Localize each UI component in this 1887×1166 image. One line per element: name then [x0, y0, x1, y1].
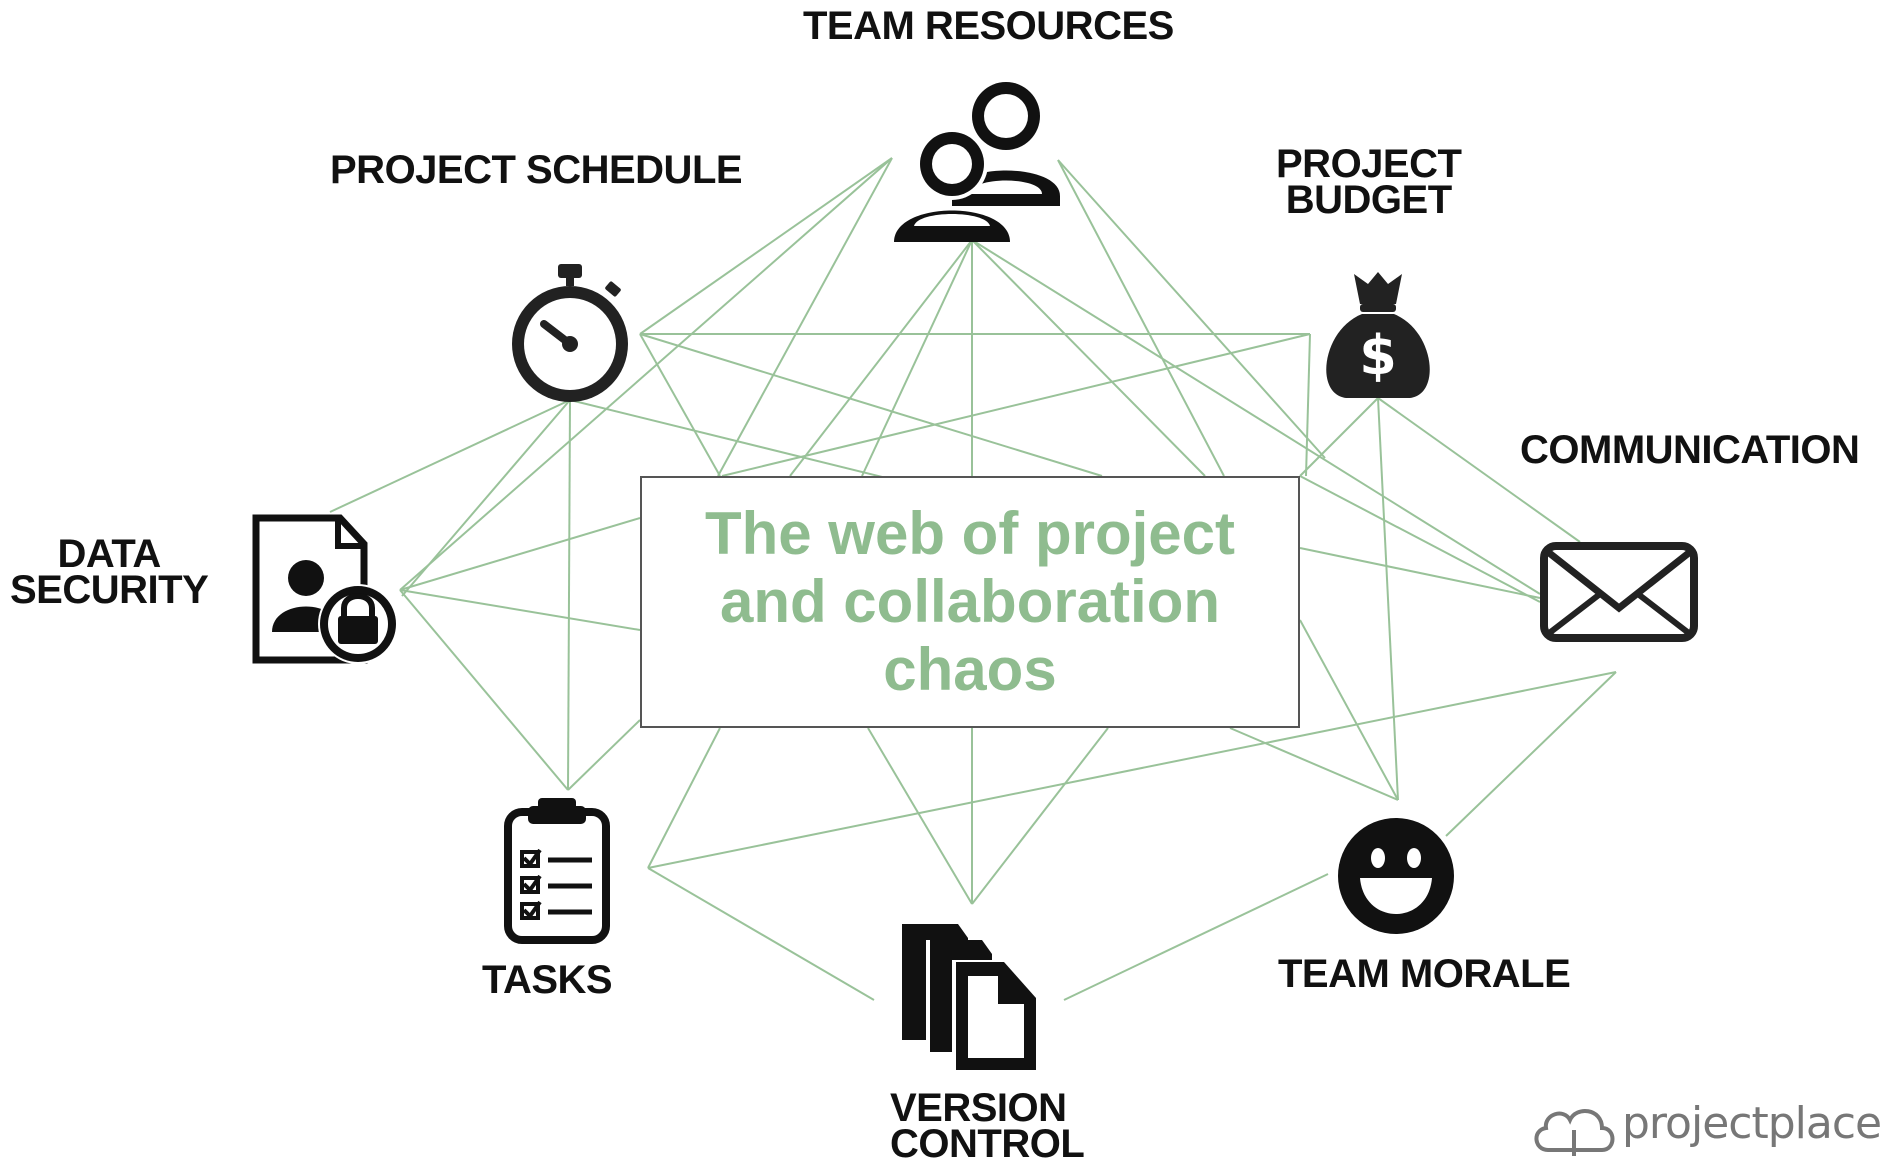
label-project-budget-line-1: PROJECT	[1276, 142, 1462, 186]
connection-line	[639, 157, 893, 335]
label-team-resources: TEAM RESOURCES	[803, 4, 1174, 48]
connection-line	[1377, 397, 1399, 801]
stopwatch-icon	[512, 264, 628, 402]
svg-text:$: $	[1359, 324, 1397, 387]
label-data-security: DATA SECURITY	[10, 532, 209, 612]
connection-line	[639, 333, 721, 477]
label-project-budget-line-2: BUDGET	[1285, 178, 1452, 222]
connection-line	[399, 589, 641, 631]
connection-line	[1057, 159, 1225, 477]
connection-line	[639, 333, 1103, 477]
label-version-control-line-2: CONTROL	[890, 1122, 1085, 1166]
connection-line	[1299, 619, 1399, 801]
brand-logo: projectplace	[1530, 1096, 1882, 1156]
connection-line	[1377, 397, 1581, 543]
connection-line	[717, 157, 893, 477]
connection-line	[867, 727, 973, 905]
connection-line	[721, 333, 1311, 477]
center-title: The web of project and collaboration cha…	[704, 500, 1236, 703]
connection-line	[647, 867, 875, 1001]
connection-line	[399, 517, 641, 591]
connection-line	[861, 239, 973, 477]
center-title-box: The web of project and collaboration cha…	[640, 476, 1300, 728]
label-version-control: VERSION CONTROL	[890, 1086, 1085, 1166]
envelope-icon	[1540, 542, 1698, 642]
clipboard-checklist-icon	[504, 798, 610, 944]
cloud-logo-icon	[1534, 1109, 1615, 1156]
label-data-security-line-2: SECURITY	[10, 568, 209, 612]
connection-line	[567, 399, 571, 791]
brand-name: projectplace	[1622, 1098, 1882, 1149]
connection-line	[399, 157, 893, 591]
connection-line	[1299, 547, 1541, 599]
connection-line	[1063, 873, 1329, 1001]
connection-line	[329, 399, 571, 513]
label-team-morale: TEAM MORALE	[1278, 952, 1571, 996]
smiley-face-icon	[1338, 818, 1454, 934]
label-version-control-line-1: VERSION	[890, 1086, 1067, 1130]
label-data-security-line-1: DATA	[57, 532, 162, 576]
connection-line	[567, 719, 641, 791]
connection-line	[647, 671, 1617, 869]
connection-line	[1057, 159, 1326, 459]
label-communication: COMMUNICATION	[1520, 428, 1860, 472]
connection-line	[971, 727, 1109, 905]
connection-line	[1229, 727, 1399, 801]
money-bag-icon: $	[1326, 272, 1430, 398]
label-tasks: TASKS	[482, 958, 613, 1002]
connection-line	[647, 727, 721, 869]
connection-line	[971, 239, 1206, 477]
people-icon	[894, 82, 1060, 242]
label-project-schedule: PROJECT SCHEDULE	[330, 148, 743, 192]
connection-line	[1305, 333, 1311, 477]
connection-line	[1299, 397, 1379, 477]
connection-line	[971, 239, 1541, 595]
label-project-budget: PROJECT BUDGET	[1276, 142, 1462, 222]
connection-line	[789, 239, 973, 477]
connection-line	[1445, 671, 1617, 837]
connection-line	[399, 589, 569, 791]
stacked-documents-icon	[902, 924, 1036, 1072]
secure-document-icon	[252, 514, 398, 664]
connection-line	[1299, 475, 1541, 603]
